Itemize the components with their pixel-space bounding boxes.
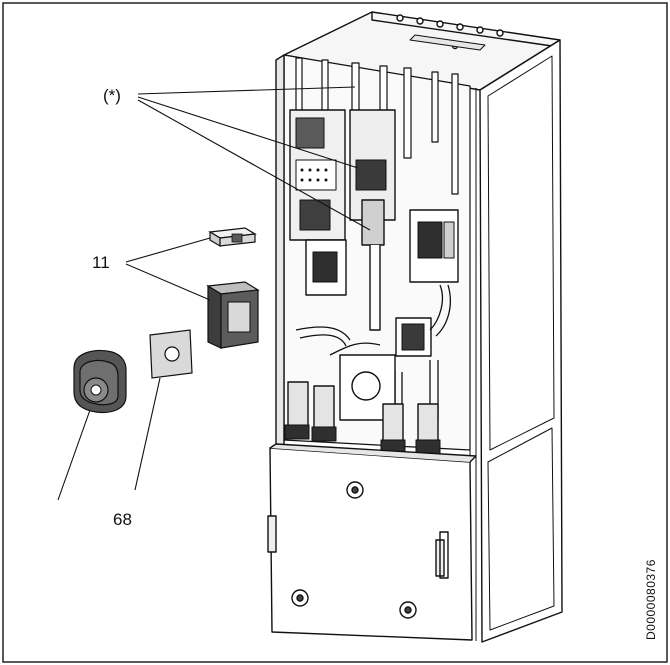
cover-screws bbox=[291, 481, 417, 619]
label-asterisk: (*) bbox=[103, 86, 121, 105]
part-11-connector bbox=[208, 227, 257, 248]
label-part-68: 68 bbox=[113, 510, 132, 529]
circulation-pump bbox=[395, 317, 432, 357]
cover-latches bbox=[267, 515, 449, 579]
control-board bbox=[289, 109, 346, 241]
room-controller bbox=[73, 349, 127, 414]
expansion-vessel bbox=[339, 354, 396, 421]
right-side-panel bbox=[479, 39, 563, 643]
part-68-plate bbox=[149, 329, 193, 379]
drawing-code: D0000080376 bbox=[644, 559, 658, 640]
leader-lines bbox=[57, 86, 371, 501]
valve-block bbox=[349, 109, 396, 331]
appliance-unit bbox=[267, 11, 563, 643]
part-11-frame bbox=[206, 281, 260, 349]
front-lower-cover bbox=[269, 447, 473, 641]
bottom-connection-valves bbox=[284, 381, 441, 455]
label-part-11: 11 bbox=[92, 253, 110, 272]
